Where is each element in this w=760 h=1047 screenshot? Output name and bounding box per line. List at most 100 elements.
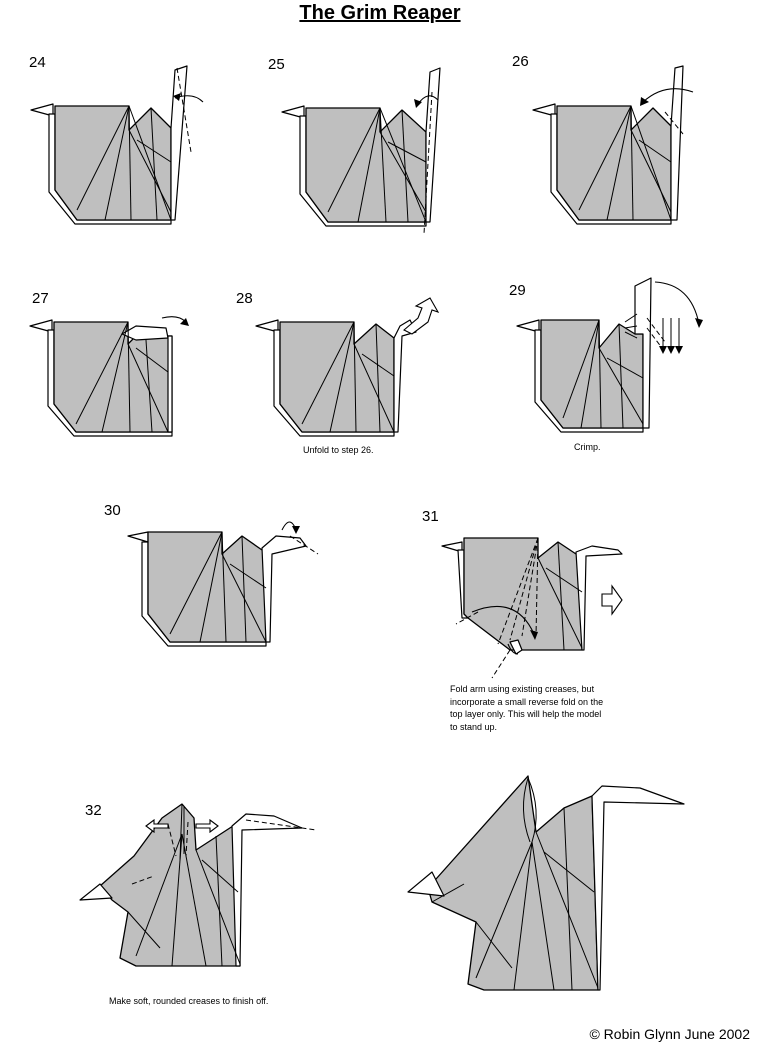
arrow-head	[292, 526, 300, 534]
page-title: The Grim Reaper	[299, 2, 461, 24]
arrow-head	[675, 346, 683, 354]
crease-line	[513, 841, 533, 991]
rounded-crease	[527, 777, 537, 843]
hood-tip	[281, 105, 305, 119]
unfold-arrow	[403, 297, 440, 335]
rounded-crease	[522, 777, 531, 843]
diagram-finished-model	[407, 775, 685, 991]
crease-line	[195, 849, 241, 965]
diagram-step-24	[30, 65, 204, 225]
crease-line	[353, 321, 357, 433]
arrow-head	[659, 346, 667, 354]
fold-line	[167, 823, 177, 857]
crease-line	[535, 831, 599, 989]
diagram-step-30	[127, 521, 319, 647]
arrow-head	[530, 630, 538, 640]
caption-step-29: Crimp.	[574, 442, 601, 452]
fold-arrow	[654, 281, 700, 325]
arrow-head	[695, 318, 703, 328]
arrow-head	[173, 93, 181, 101]
crease-line	[128, 105, 172, 221]
crease-line	[545, 567, 583, 593]
step-number-32: 32	[85, 802, 102, 819]
raised-flap	[170, 65, 188, 221]
side-layer	[167, 335, 173, 433]
crease-line	[379, 131, 427, 213]
fold-arrow	[642, 88, 694, 103]
fold-line	[509, 537, 539, 641]
step-number-24: 24	[29, 54, 46, 71]
crease-line	[128, 105, 132, 221]
hood-tip	[532, 103, 556, 117]
arrow-head	[667, 346, 675, 354]
crimp-mark	[624, 313, 638, 323]
hood-tip	[79, 883, 113, 901]
step-number-30: 30	[104, 502, 121, 519]
fold-arrow	[507, 643, 519, 655]
crease-line	[562, 319, 600, 419]
fold-line	[535, 537, 539, 637]
crease-line	[201, 859, 239, 893]
scythe-arm	[591, 785, 685, 991]
caption-line: Fold arm using existing creases, but	[450, 684, 595, 694]
crease-line	[431, 883, 465, 903]
step-number-29: 29	[509, 282, 526, 299]
hood-tip	[127, 531, 149, 543]
crease-line	[618, 323, 624, 429]
fold-line	[664, 111, 684, 135]
fold-line	[491, 649, 511, 679]
fold-line	[185, 821, 189, 857]
hood-tip	[516, 319, 540, 333]
crease-line	[135, 347, 169, 373]
arm	[231, 813, 303, 967]
model-body	[147, 531, 267, 643]
caption-step-31: Fold arm using existing creases, but inc…	[450, 683, 603, 733]
diagram-step-28	[255, 297, 440, 437]
crease-line	[150, 107, 158, 221]
crease-line	[475, 841, 533, 979]
crease-line	[537, 557, 583, 649]
crease-line	[630, 105, 634, 221]
step-number-31: 31	[422, 508, 439, 525]
crease-line	[127, 911, 161, 949]
folded-arm	[393, 319, 417, 433]
crimp-mark	[624, 331, 638, 339]
fold-line	[289, 535, 319, 555]
arm	[261, 535, 307, 643]
crease-line	[127, 321, 131, 433]
crimp-mark	[624, 325, 638, 329]
hood-tip	[30, 103, 54, 117]
model-body	[556, 105, 672, 221]
crease-line	[145, 339, 153, 433]
arrow-head	[414, 99, 422, 108]
hood-tip	[441, 541, 463, 553]
caption-step-28: Unfold to step 26.	[303, 445, 374, 455]
crease-line	[221, 531, 227, 643]
crease-line	[531, 841, 555, 991]
crease-line	[199, 531, 223, 643]
crease-line	[379, 107, 387, 223]
model-body	[99, 803, 241, 967]
copyright: © Robin Glynn June 2002	[589, 1026, 750, 1042]
crease-line	[578, 105, 632, 211]
crease-line	[606, 105, 632, 221]
raised-flap	[670, 65, 684, 221]
fold-line	[455, 611, 479, 625]
diagram-step-31	[441, 537, 623, 679]
crease-line	[136, 139, 172, 163]
caption-step-32: Make soft, rounded creases to finish off…	[109, 996, 269, 1006]
reverse-fold-tab	[509, 639, 523, 655]
crease-line	[630, 105, 672, 221]
crease-line	[128, 129, 172, 213]
step-number-26: 26	[512, 53, 529, 70]
turn-over-arrow	[601, 584, 623, 616]
crease-line	[475, 921, 513, 969]
fold-line	[497, 537, 539, 645]
crease-line	[606, 357, 644, 379]
step-number-25: 25	[268, 56, 285, 73]
raised-flap	[634, 277, 652, 429]
hood-tip	[255, 319, 279, 333]
fold-arrow	[161, 316, 187, 323]
crease-line	[135, 833, 183, 957]
crease-line	[580, 319, 600, 429]
